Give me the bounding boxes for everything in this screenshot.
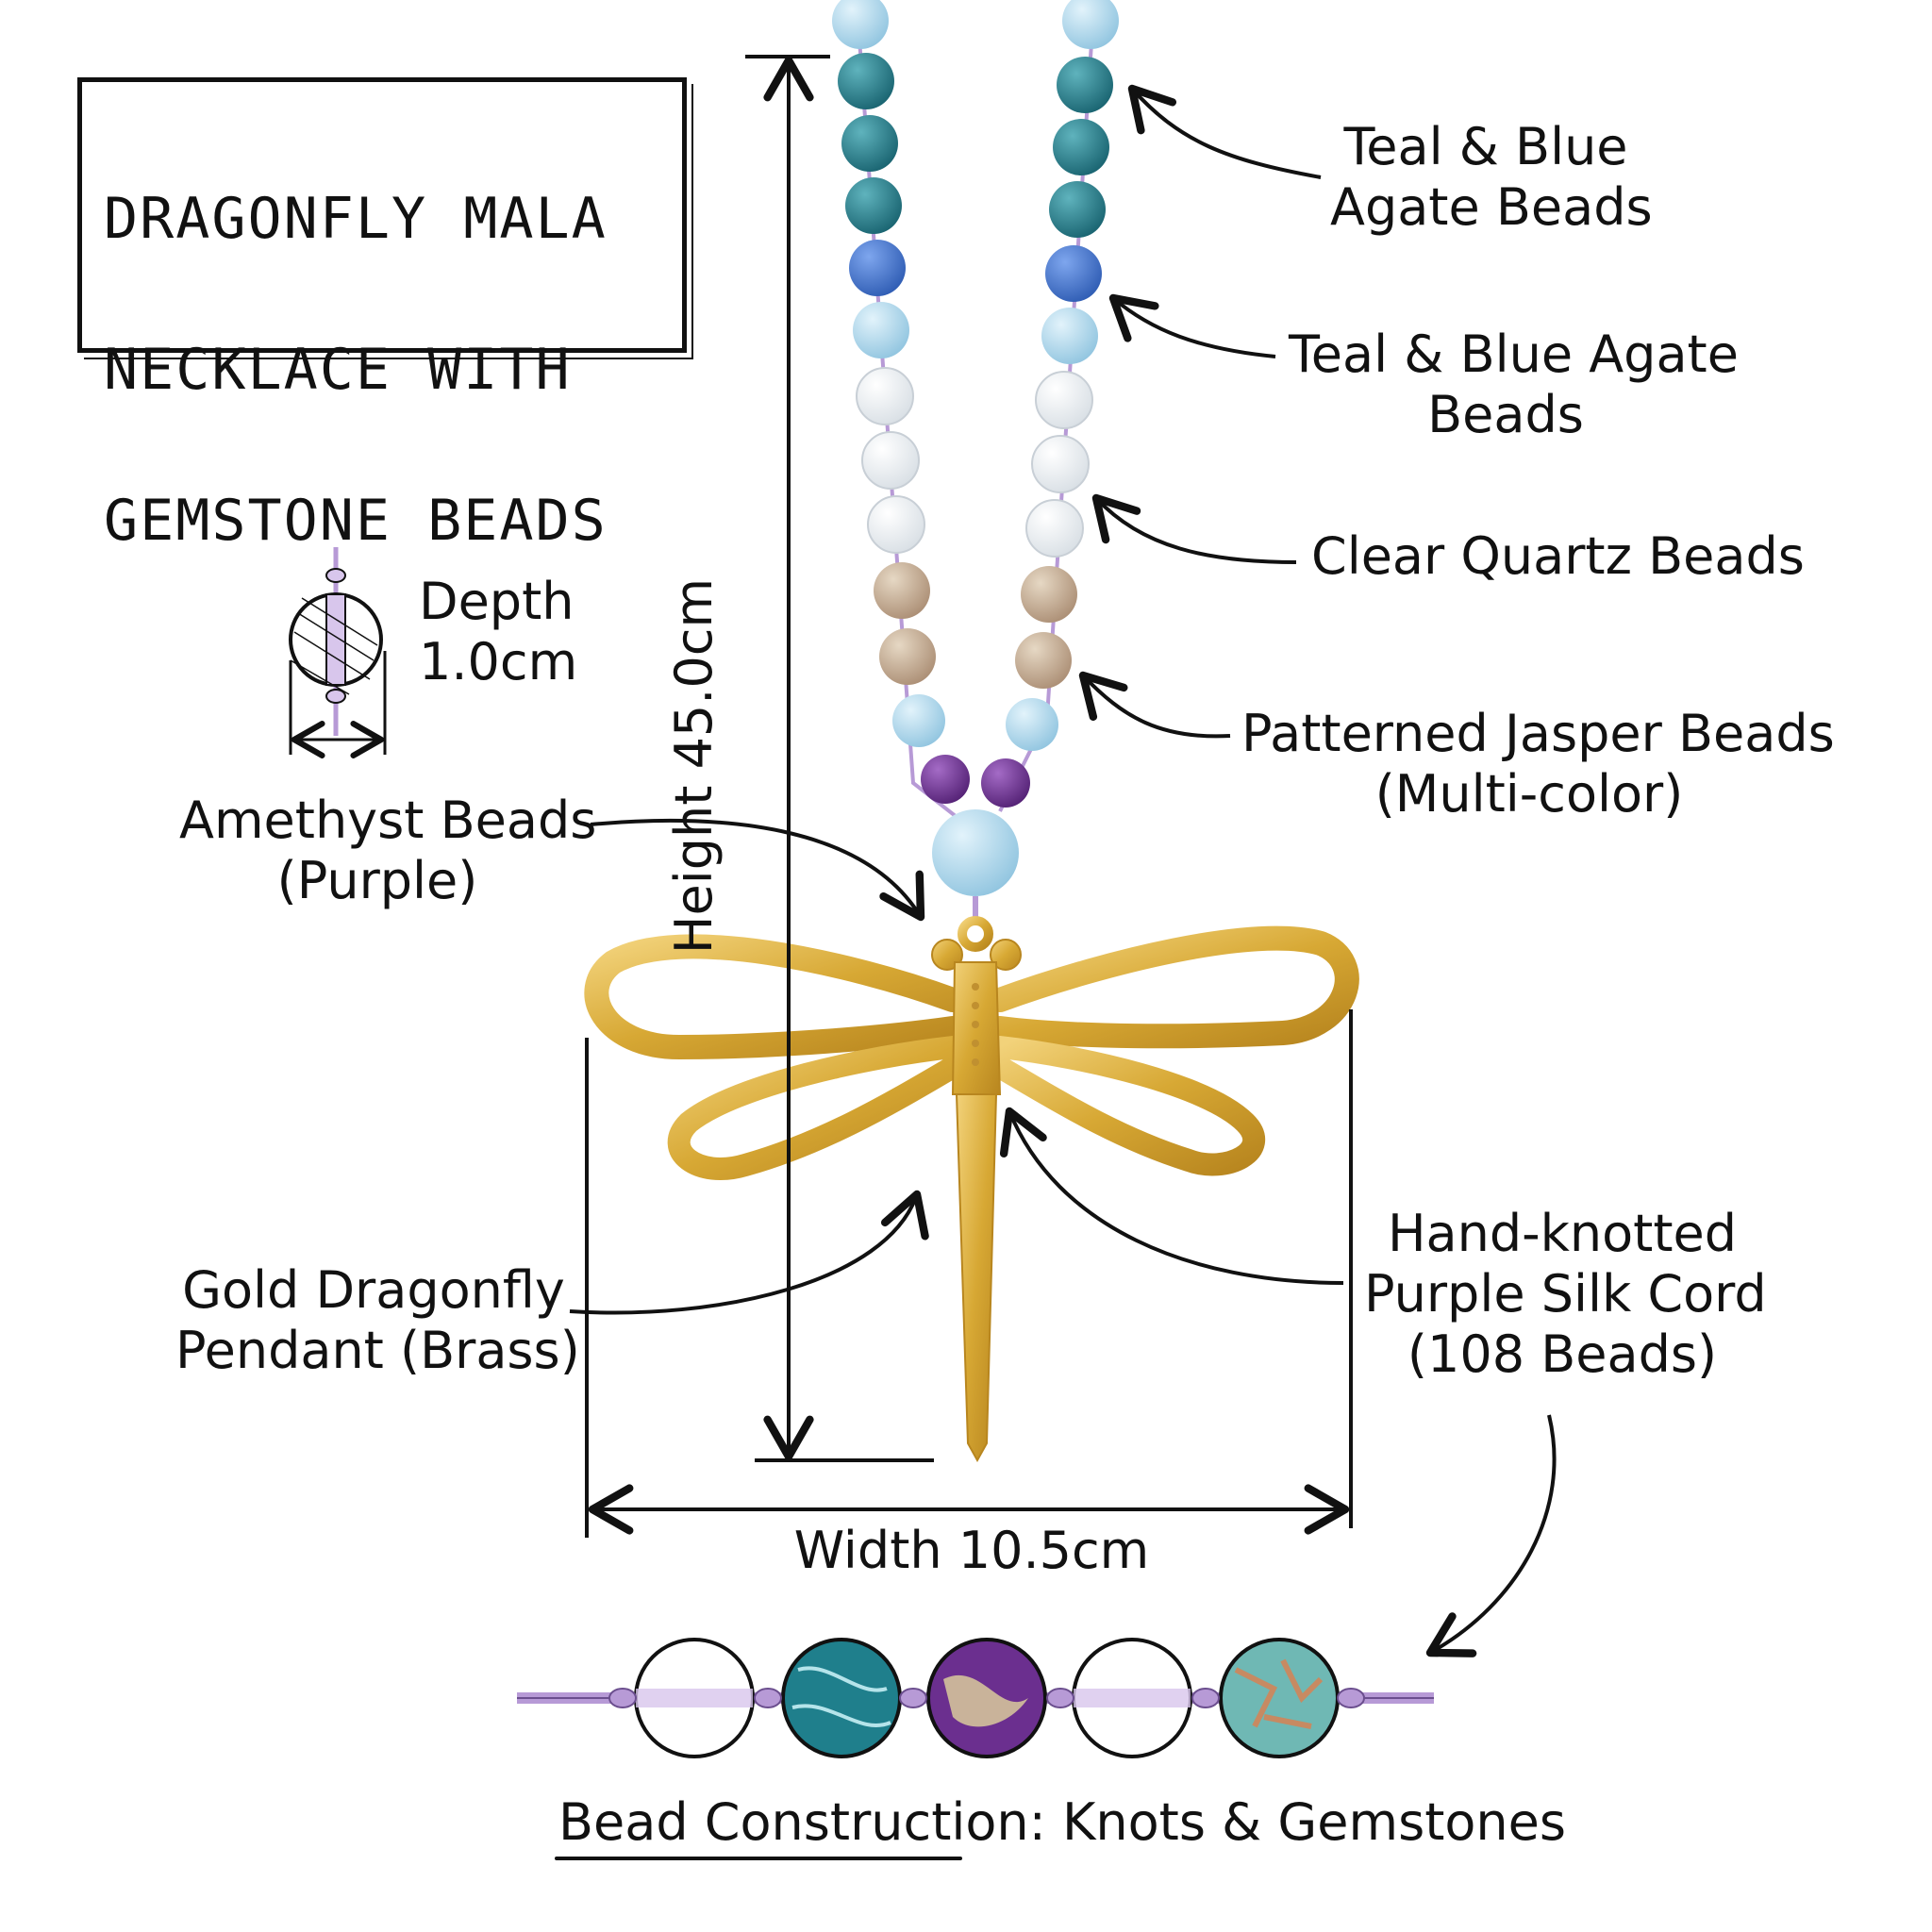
bead-construction-caption: Bead Construction: Knots & Gemstones (558, 1792, 1567, 1852)
label-line: Agate Beads (1330, 177, 1653, 237)
width-dimension (585, 1009, 1353, 1538)
width-label: Width 10.5cm (793, 1521, 1150, 1580)
label-line: (Purple) (276, 851, 478, 910)
title-line-3: GEMSTONE BEADS (104, 488, 608, 554)
depth-bead-sketch (289, 547, 387, 758)
label-line: 1.0cm (419, 632, 578, 691)
title-line-1: DRAGONFLY MALA (104, 186, 608, 252)
height-dimension (745, 55, 934, 1462)
bead-construction-strip (517, 1638, 1434, 1758)
callout-arrows (569, 84, 1557, 1657)
label-clear-quartz: Clear Quartz Beads (1311, 526, 1805, 586)
label-teal-blue-agate-2: Teal & Blue Agate Beads (1289, 325, 1739, 445)
diagram-title: DRAGONFLY MALA NECKLACE WITH GEMSTONE BE… (104, 106, 670, 634)
bead-strand-left (832, 0, 970, 804)
label-line: Pendant (Brass) (175, 1321, 580, 1380)
label-silk-cord: Hand-knotted Purple Silk Cord (108 Beads… (1364, 1204, 1767, 1385)
label-line: Teal & Blue (1343, 117, 1628, 176)
label-teal-blue-agate-1: Teal & Blue Agate Beads (1330, 117, 1653, 238)
label-line: Beads (1427, 385, 1584, 444)
label-line: (Multi-color) (1374, 764, 1684, 824)
depth-label: Depth 1.0cm (419, 572, 577, 692)
title-line-2: NECKLACE WITH (104, 337, 572, 403)
label-line: Gold Dragonfly (182, 1260, 565, 1320)
caption-underline (555, 1857, 962, 1860)
label-line: Amethyst Beads (179, 791, 597, 850)
label-line: Purple Silk Cord (1364, 1264, 1767, 1324)
label-line: Patterned Jasper Beads (1241, 704, 1835, 763)
guru-bead (932, 809, 1019, 896)
label-line: (108 Beads) (1407, 1324, 1718, 1384)
bead-strand-right (981, 0, 1119, 808)
title-frame (77, 77, 687, 353)
dragonfly-body (931, 939, 1022, 1463)
label-patterned-jasper: Patterned Jasper Beads (Multi-color) (1241, 704, 1835, 824)
label-line: Depth (419, 572, 575, 631)
height-label: Height 45.0cm (664, 577, 724, 955)
label-amethyst: Amethyst Beads (Purple) (179, 791, 597, 911)
label-line: Teal & Blue Agate (1289, 325, 1739, 384)
label-gold-dragonfly-pendant: Gold Dragonfly Pendant (Brass) (175, 1260, 580, 1381)
label-line: Hand-knotted (1387, 1204, 1738, 1263)
